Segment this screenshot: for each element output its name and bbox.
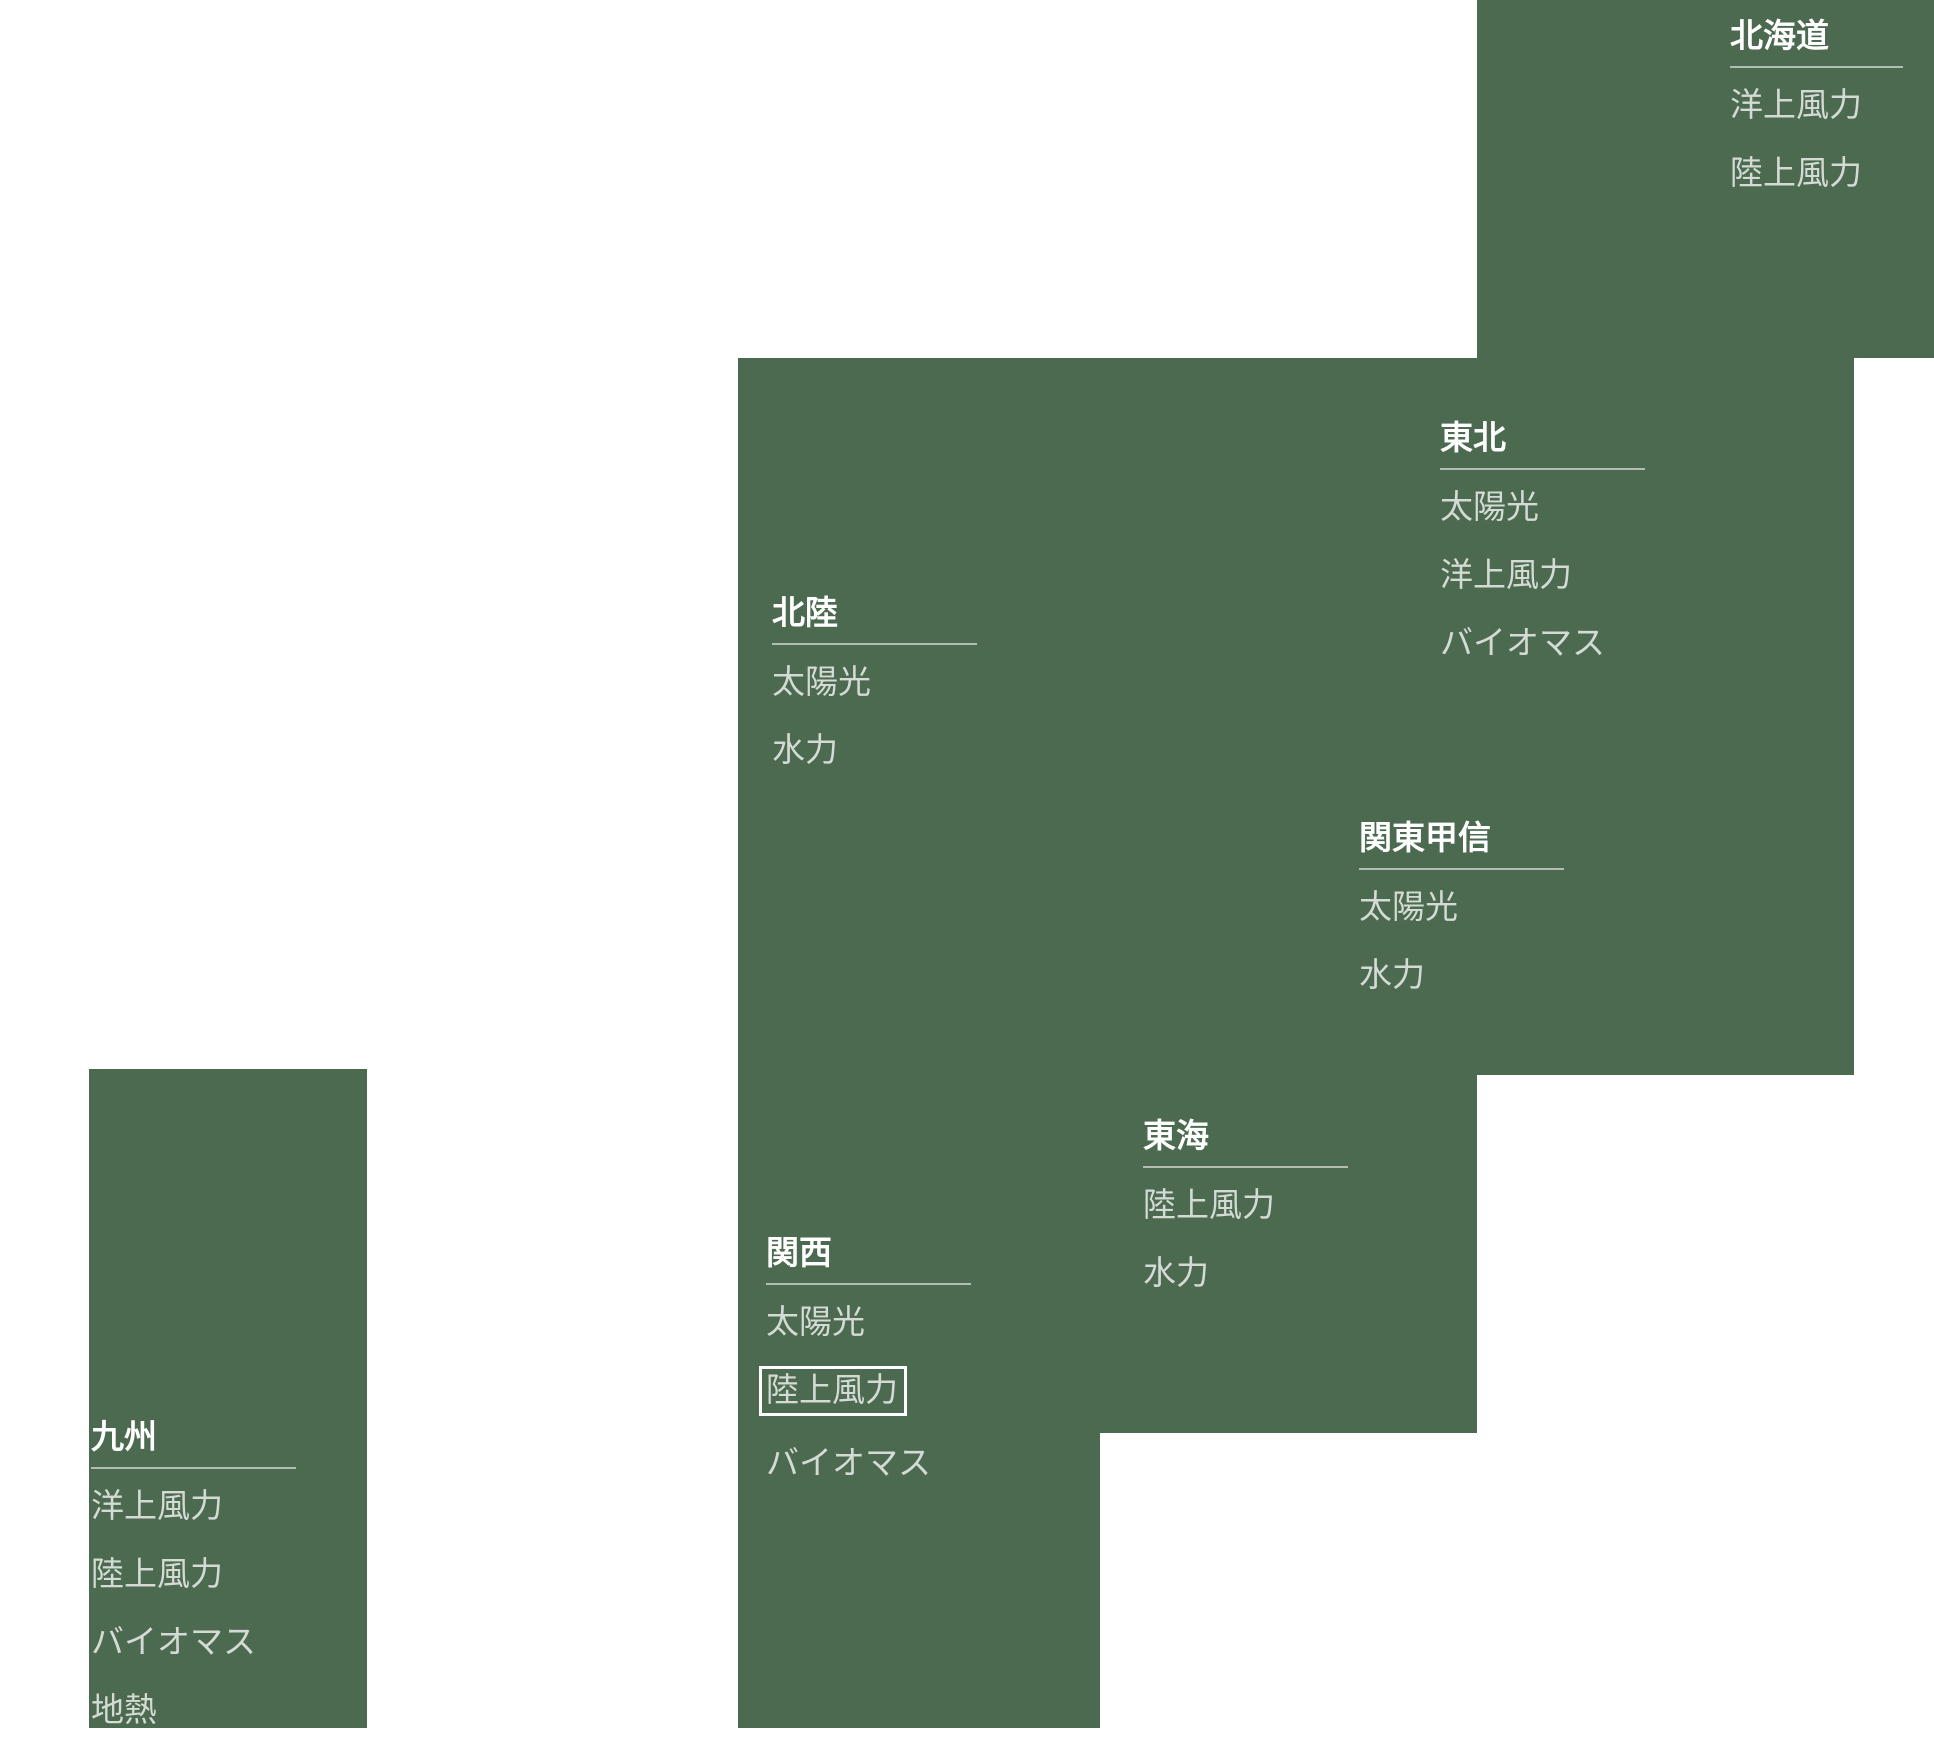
list-item: 陸上風力: [759, 1366, 971, 1416]
region-title: 関東甲信: [1359, 819, 1491, 856]
energy-link[interactable]: 洋上風力: [1440, 556, 1572, 593]
region-panel-tokai: 東海 陸上風力 水力: [1143, 1116, 1348, 1320]
energy-link[interactable]: 洋上風力: [1730, 86, 1862, 123]
region-title-underline: [1359, 868, 1564, 870]
region-title: 九州: [91, 1418, 157, 1455]
list-item: 洋上風力: [1730, 84, 1903, 126]
list-item: バイオマス: [91, 1621, 296, 1663]
list-item: 水力: [1143, 1252, 1348, 1294]
energy-link[interactable]: 水力: [1143, 1254, 1209, 1291]
list-item: 地熱: [91, 1689, 296, 1731]
region-title: 東北: [1440, 419, 1506, 456]
energy-list: 太陽光 陸上風力 バイオマス: [759, 1301, 971, 1484]
energy-link[interactable]: 太陽光: [766, 1303, 865, 1340]
list-item: 陸上風力: [1143, 1184, 1348, 1226]
region-panel-kanto-koshin: 関東甲信 太陽光 水力: [1359, 818, 1564, 1022]
region-panel-kansai: 関西 太陽光 陸上風力 バイオマス: [759, 1233, 971, 1510]
list-item: 水力: [1359, 954, 1564, 996]
energy-link[interactable]: バイオマス: [91, 1623, 256, 1660]
energy-list: 太陽光 洋上風力 バイオマス: [1440, 486, 1645, 664]
energy-list: 洋上風力 陸上風力 バイオマス 地熱: [91, 1485, 296, 1731]
list-item: 洋上風力: [1440, 554, 1645, 596]
energy-list: 洋上風力 陸上風力: [1730, 84, 1903, 194]
map-shape-hokkaido: [1477, 0, 1934, 358]
map-shape-honshu-south: [738, 1433, 1100, 1728]
region-title-underline: [766, 1283, 971, 1285]
list-item: 洋上風力: [91, 1485, 296, 1527]
map-shape-honshu-mid: [738, 1075, 1477, 1433]
energy-list: 太陽光 水力: [1359, 886, 1564, 996]
list-item: 陸上風力: [91, 1553, 296, 1595]
list-item: バイオマス: [1440, 622, 1645, 664]
region-title-underline: [1440, 468, 1645, 470]
energy-link[interactable]: 陸上風力: [91, 1555, 223, 1592]
list-item: バイオマス: [766, 1442, 971, 1484]
energy-link[interactable]: 陸上風力: [1730, 154, 1862, 191]
region-title-underline: [1730, 66, 1903, 68]
region-panel-hokkaido: 北海道 洋上風力 陸上風力: [1730, 16, 1903, 220]
region-panel-hokuriku: 北陸 太陽光 水力: [772, 593, 977, 797]
energy-link[interactable]: 水力: [772, 731, 838, 768]
list-item: 太陽光: [1359, 886, 1564, 928]
region-panel-kyushu: 九州 洋上風力 陸上風力 バイオマス 地熱: [91, 1417, 296, 1757]
region-title-underline: [772, 643, 977, 645]
region-title: 北陸: [772, 594, 838, 631]
list-item: 太陽光: [1440, 486, 1645, 528]
list-item: 陸上風力: [1730, 152, 1903, 194]
list-item: 水力: [772, 729, 977, 771]
list-item: 太陽光: [772, 661, 977, 703]
energy-link[interactable]: 地熱: [91, 1691, 157, 1728]
energy-list: 太陽光 水力: [772, 661, 977, 771]
energy-link[interactable]: 太陽光: [1359, 888, 1458, 925]
region-title-underline: [1143, 1166, 1348, 1168]
energy-link[interactable]: バイオマス: [1440, 624, 1605, 661]
energy-link[interactable]: 陸上風力: [1143, 1186, 1275, 1223]
region-panel-tohoku: 東北 太陽光 洋上風力 バイオマス: [1440, 418, 1645, 690]
map-shape-honshu-north: [738, 358, 1854, 1075]
region-title: 関西: [766, 1234, 832, 1271]
energy-link[interactable]: 太陽光: [772, 663, 871, 700]
energy-link[interactable]: 太陽光: [1440, 488, 1539, 525]
list-item: 太陽光: [766, 1301, 971, 1343]
map-shape-kyushu: [89, 1069, 367, 1728]
energy-link[interactable]: 水力: [1359, 956, 1425, 993]
region-title: 北海道: [1730, 17, 1829, 54]
region-title-underline: [91, 1467, 296, 1469]
region-title: 東海: [1143, 1117, 1209, 1154]
energy-link-focused[interactable]: 陸上風力: [759, 1366, 907, 1416]
energy-link[interactable]: バイオマス: [766, 1444, 931, 1481]
energy-list: 陸上風力 水力: [1143, 1184, 1348, 1294]
energy-link[interactable]: 洋上風力: [91, 1487, 223, 1524]
